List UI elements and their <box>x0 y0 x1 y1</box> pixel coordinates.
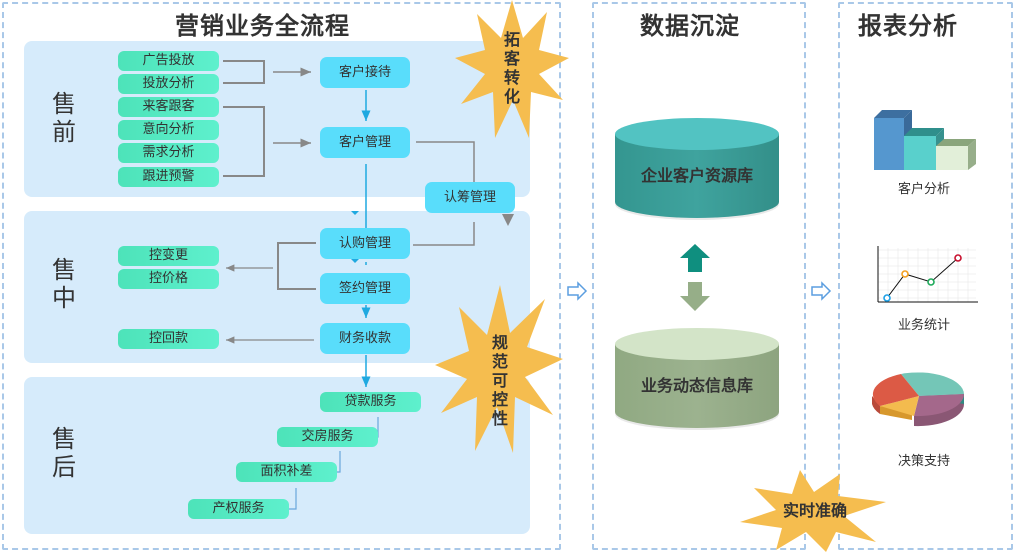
acquire-conversion-burst: 拓客转化 <box>455 0 570 140</box>
after-sale-label: 售后 <box>52 425 76 481</box>
pre-item-ad-analysis[interactable]: 投放分析 <box>118 74 219 94</box>
realtime-accurate-text: 实时准确 <box>782 501 847 520</box>
standard-control-burst: 规范可控性 <box>435 285 565 455</box>
in-sale-label: 售中 <box>52 256 76 312</box>
mid-item-control-price[interactable]: 控价格 <box>118 269 219 289</box>
business-statistics-label: 业务统计 <box>897 318 950 333</box>
customer-resource-database-label: 企业客户资源库 <box>640 166 753 185</box>
pie-chart-icon <box>872 372 965 427</box>
process-contract-management[interactable]: 签约管理 <box>320 273 410 304</box>
process-customer-management[interactable]: 客户管理 <box>320 127 410 158</box>
pre-sale-label: 售前 <box>52 90 76 146</box>
marketing-flow-panel <box>2 2 561 550</box>
mid-item-control-change[interactable]: 控变更 <box>118 246 219 266</box>
standard-control-text: 规范可控性 <box>491 333 508 428</box>
acquire-conversion-text: 拓客转化 <box>503 30 520 106</box>
process-subscription-management[interactable]: 认购管理 <box>320 228 410 259</box>
report-business-statistics[interactable]: 业务统计 <box>864 244 984 334</box>
pre-item-intent-analysis[interactable]: 意向分析 <box>118 120 219 140</box>
process-customer-reception[interactable]: 客户接待 <box>320 57 410 88</box>
pre-item-ad-placement[interactable]: 广告投放 <box>118 51 219 71</box>
marketing-flow-title: 营销业务全流程 <box>175 12 350 40</box>
line-chart-icon <box>877 246 978 303</box>
process-finance-collection[interactable]: 财务收款 <box>320 323 410 354</box>
business-dynamic-database-label: 业务动态信息库 <box>640 376 753 395</box>
data-precipitation-panel <box>592 2 806 550</box>
process-raise-funds-management[interactable]: 认筹管理 <box>425 182 515 213</box>
pre-item-demand-analysis[interactable]: 需求分析 <box>118 143 219 163</box>
report-analysis-title: 报表分析 <box>858 12 958 40</box>
post-item-property-right[interactable]: 产权服务 <box>188 499 289 519</box>
pre-item-visitor-follow[interactable]: 来客跟客 <box>118 97 219 117</box>
realtime-accurate-burst: 实时准确 <box>740 470 890 552</box>
customer-resource-database[interactable]: 企业客户资源库 <box>615 118 779 224</box>
bar-chart-icon <box>874 110 976 170</box>
post-item-area-adjust[interactable]: 面积补差 <box>236 462 337 482</box>
customer-analysis-label: 客户分析 <box>897 182 950 197</box>
data-precipitation-title: 数据沉淀 <box>640 12 740 40</box>
pre-item-follow-alert[interactable]: 跟进预警 <box>118 167 219 187</box>
post-item-handover-service[interactable]: 交房服务 <box>277 427 378 447</box>
business-dynamic-database[interactable]: 业务动态信息库 <box>615 328 779 434</box>
report-customer-analysis[interactable]: 客户分析 <box>864 108 984 198</box>
post-item-loan-service[interactable]: 贷款服务 <box>320 392 421 412</box>
report-analysis-panel <box>838 2 1013 550</box>
report-decision-support[interactable]: 决策支持 <box>864 368 984 469</box>
mid-item-control-payment[interactable]: 控回款 <box>118 329 219 349</box>
decision-support-label: 决策支持 <box>897 454 950 469</box>
